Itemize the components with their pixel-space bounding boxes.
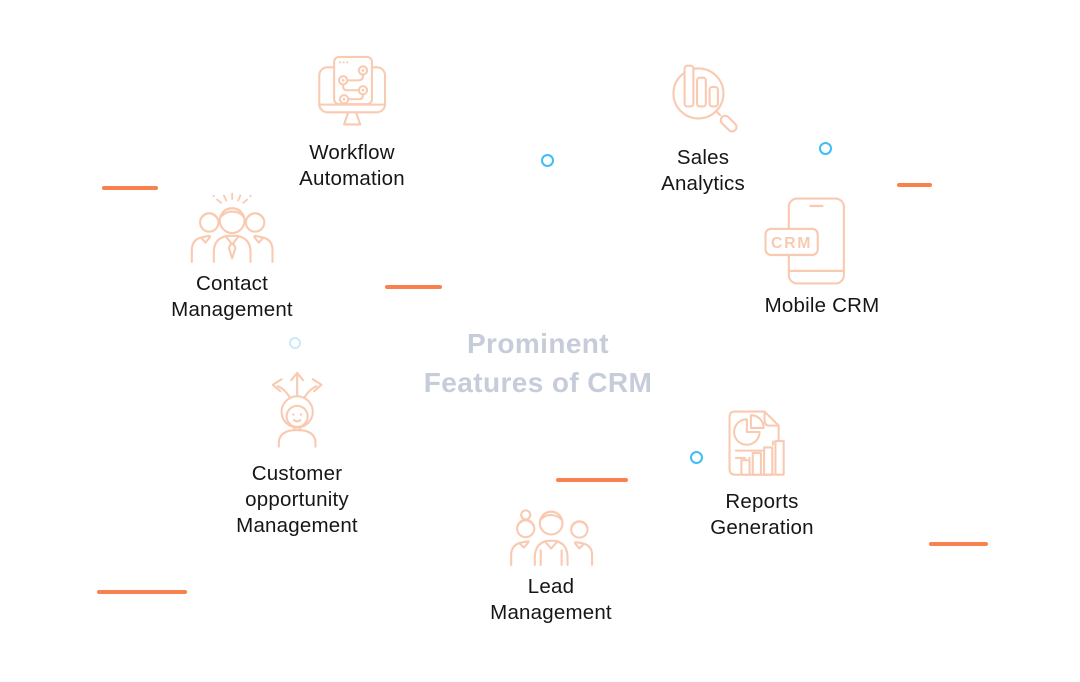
feature-label-customer-opportunity: Customer opportunity Management bbox=[236, 461, 358, 539]
feature-label-reports-generation: Reports Generation bbox=[710, 489, 813, 541]
feature-sales-analytics: Sales Analytics bbox=[661, 60, 745, 197]
feature-label-workflow-automation: Workflow Automation bbox=[299, 140, 405, 192]
reports-generation-icon bbox=[728, 410, 785, 476]
label-line: Workflow bbox=[309, 141, 395, 164]
decoration-circle bbox=[819, 142, 832, 155]
decoration-dash bbox=[929, 542, 988, 546]
decoration-circle bbox=[289, 337, 301, 349]
label-line: Reports bbox=[725, 490, 799, 513]
feature-workflow-automation: Workflow Automation bbox=[299, 52, 405, 192]
label-line: Mobile CRM bbox=[764, 294, 880, 317]
sales-analytics-icon bbox=[672, 64, 738, 133]
decoration-dash bbox=[385, 285, 442, 289]
feature-label-sales-analytics: Sales Analytics bbox=[661, 145, 745, 197]
label-line: Analytics bbox=[661, 172, 745, 195]
decoration-dash bbox=[556, 478, 628, 482]
feature-lead-management: Lead Management bbox=[490, 501, 612, 626]
label-line: Lead bbox=[527, 575, 575, 598]
label-line: Automation bbox=[299, 167, 405, 190]
title-line-2: Features of CRM bbox=[423, 367, 653, 398]
feature-label-lead-management: Lead Management bbox=[490, 574, 612, 626]
feature-label-mobile-crm: Mobile CRM bbox=[765, 293, 880, 319]
label-line: Generation bbox=[710, 516, 814, 539]
label-line: Contact bbox=[195, 272, 269, 295]
title-line-1: Prominent bbox=[466, 328, 610, 359]
diagram-title: Prominent Features of CRM bbox=[424, 324, 652, 402]
decoration-dash bbox=[102, 186, 158, 190]
crm-badge-text: CRM bbox=[771, 235, 812, 252]
feature-reports-generation: Reports Generation bbox=[710, 402, 814, 541]
feature-contact-management: Contact Management bbox=[171, 192, 293, 323]
feature-label-contact-management: Contact Management bbox=[171, 271, 293, 323]
decoration-circle bbox=[690, 451, 703, 464]
label-line: opportunity bbox=[245, 488, 349, 511]
label-line: Management bbox=[490, 601, 612, 624]
decoration-dash bbox=[897, 183, 932, 187]
label-line: Management bbox=[171, 298, 293, 321]
feature-customer-opportunity-management: Customer opportunity Management bbox=[236, 366, 358, 539]
label-line: Customer bbox=[251, 462, 343, 485]
contact-management-icon bbox=[190, 192, 274, 263]
workflow-automation-icon bbox=[318, 55, 386, 126]
feature-mobile-crm: CRM Mobile CRM bbox=[733, 196, 880, 319]
mobile-crm-icon: CRM bbox=[764, 197, 846, 285]
decoration-dash bbox=[97, 590, 187, 594]
decoration-circle bbox=[541, 154, 554, 167]
lead-management-icon bbox=[509, 509, 593, 566]
label-line: Sales bbox=[676, 146, 730, 169]
label-line: Management bbox=[236, 514, 358, 537]
customer-opportunity-icon bbox=[271, 371, 323, 448]
